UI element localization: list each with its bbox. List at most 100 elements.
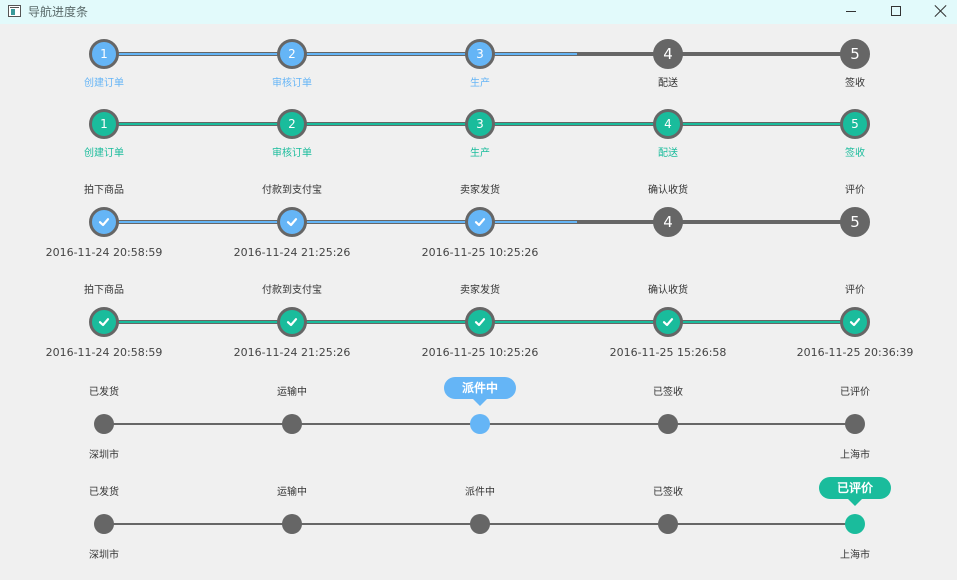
step-label: 付款到支付宝 <box>262 185 322 196</box>
check-icon <box>286 318 298 327</box>
step-number: 5 <box>850 213 860 231</box>
step-timestamp: 2016-11-24 20:58:59 <box>45 246 163 259</box>
step-label: 生产 <box>470 148 490 159</box>
step-label: 拍下商品 <box>84 285 124 296</box>
step-1-circle <box>89 207 119 237</box>
step-4-circle: 4 <box>653 39 683 69</box>
step-label: 派件中 <box>465 487 495 498</box>
title-bar: 导航进度条 <box>0 0 957 24</box>
step-3-dot <box>470 514 490 534</box>
step-5-circle <box>840 307 870 337</box>
check-icon <box>849 318 861 327</box>
step-4-circle: 4 <box>653 109 683 139</box>
step-timestamp: 2016-11-24 21:25:26 <box>233 246 351 259</box>
current-status-bubble: 已评价 <box>818 477 892 506</box>
step-label: 配送 <box>658 78 678 89</box>
maximize-button[interactable] <box>873 0 919 24</box>
step-number: 4 <box>664 117 672 131</box>
step-1-dot <box>94 414 114 434</box>
step-number: 4 <box>663 213 673 231</box>
step-2-dot <box>282 414 302 434</box>
step-label: 已评价 <box>840 387 870 398</box>
step-location: 上海市 <box>840 550 870 561</box>
close-button[interactable] <box>918 0 957 24</box>
step-5-dot <box>845 414 865 434</box>
step-3-circle <box>465 207 495 237</box>
step-label: 创建订单 <box>84 148 124 159</box>
step-4-dot <box>658 514 678 534</box>
step-number: 3 <box>476 47 484 61</box>
step-1-circle: 1 <box>89 109 119 139</box>
step-location: 深圳市 <box>89 450 119 461</box>
check-icon <box>98 318 110 327</box>
maximize-icon <box>891 6 901 16</box>
step-label: 生产 <box>470 78 490 89</box>
current-status-bubble: 派件中 <box>443 377 517 406</box>
check-icon <box>662 318 674 327</box>
step-3-circle <box>465 307 495 337</box>
step-number: 3 <box>476 117 484 131</box>
step-timestamp: 2016-11-25 20:36:39 <box>796 346 914 359</box>
step-label: 审核订单 <box>272 78 312 89</box>
step-3-dot <box>470 414 490 434</box>
check-icon <box>286 218 298 227</box>
step-number: 1 <box>100 47 108 61</box>
step-label: 签收 <box>845 148 865 159</box>
step-label: 运输中 <box>277 387 307 398</box>
step-label: 已签收 <box>653 387 683 398</box>
step-label: 评价 <box>845 185 865 196</box>
step-2-circle <box>277 307 307 337</box>
step-5-circle: 5 <box>840 207 870 237</box>
progress-fill <box>104 52 578 56</box>
close-icon <box>935 5 947 17</box>
step-timestamp: 2016-11-25 15:26:58 <box>609 346 727 359</box>
step-label: 已签收 <box>653 487 683 498</box>
step-location: 深圳市 <box>89 550 119 561</box>
step-1-dot <box>94 514 114 534</box>
step-number: 2 <box>288 47 296 61</box>
step-label: 运输中 <box>277 487 307 498</box>
step-label: 已发货 <box>89 387 119 398</box>
step-label: 卖家发货 <box>460 285 500 296</box>
step-4-circle: 4 <box>653 207 683 237</box>
step-location: 上海市 <box>840 450 870 461</box>
step-label: 配送 <box>658 148 678 159</box>
step-timestamp: 2016-11-24 21:25:26 <box>233 346 351 359</box>
step-4-circle <box>653 307 683 337</box>
step-label: 创建订单 <box>84 78 124 89</box>
minimize-button[interactable] <box>828 0 874 24</box>
step-1-circle: 1 <box>89 39 119 69</box>
step-5-dot <box>845 514 865 534</box>
step-3-circle: 3 <box>465 39 495 69</box>
app-icon <box>8 5 21 17</box>
step-5-circle: 5 <box>840 39 870 69</box>
step-number: 5 <box>850 45 860 63</box>
step-2-circle: 2 <box>277 39 307 69</box>
step-3-circle: 3 <box>465 109 495 139</box>
step-label: 卖家发货 <box>460 185 500 196</box>
step-2-dot <box>282 514 302 534</box>
check-icon <box>474 318 486 327</box>
step-timestamp: 2016-11-25 10:25:26 <box>421 246 539 259</box>
step-label: 审核订单 <box>272 148 312 159</box>
window-title: 导航进度条 <box>28 5 89 19</box>
step-2-circle: 2 <box>277 109 307 139</box>
step-number: 4 <box>663 45 673 63</box>
step-label: 确认收货 <box>648 185 688 196</box>
step-5-circle: 5 <box>840 109 870 139</box>
step-1-circle <box>89 307 119 337</box>
check-icon <box>98 218 110 227</box>
step-label: 拍下商品 <box>84 185 124 196</box>
step-number: 1 <box>100 117 108 131</box>
step-label: 付款到支付宝 <box>262 285 322 296</box>
check-icon <box>474 218 486 227</box>
step-number: 5 <box>851 117 859 131</box>
minimize-icon <box>846 11 856 12</box>
step-number: 2 <box>288 117 296 131</box>
step-label: 已发货 <box>89 487 119 498</box>
step-4-dot <box>658 414 678 434</box>
step-label: 确认收货 <box>648 285 688 296</box>
step-label: 评价 <box>845 285 865 296</box>
step-timestamp: 2016-11-24 20:58:59 <box>45 346 163 359</box>
step-label: 签收 <box>845 78 865 89</box>
